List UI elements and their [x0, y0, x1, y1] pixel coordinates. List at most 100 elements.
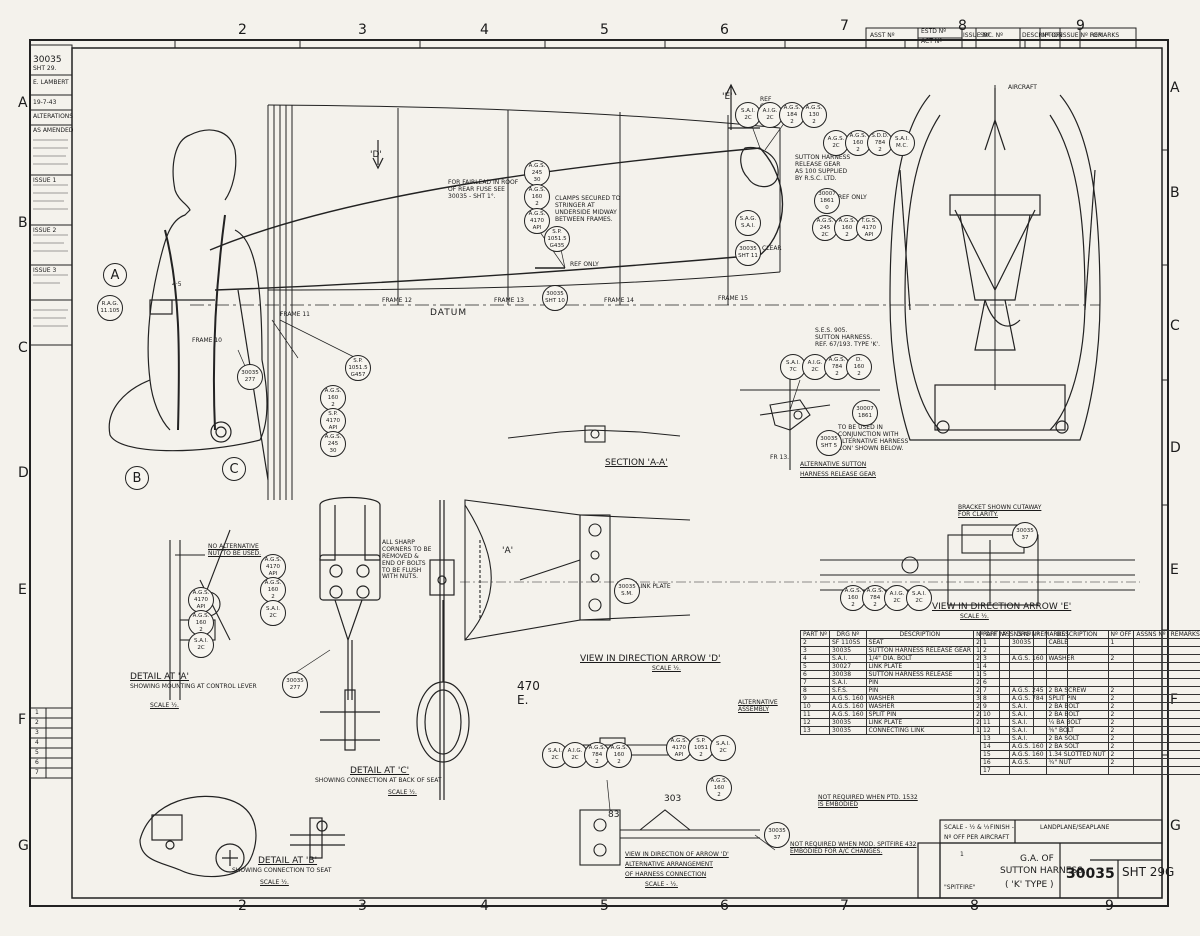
alt-release-title: ALTERNATIVE SUTTON — [800, 461, 867, 468]
parts-cell: SPLIT PIN — [865, 710, 975, 719]
part-reference-bubble: S.P. 1051.5 G435 — [544, 226, 570, 252]
note-aircraft: AIRCRAFT — [1008, 84, 1037, 91]
rev-issue-for: ISSUE Nº FOR — [1061, 32, 1103, 39]
part-reference-bubble: 30035 SHT 11 — [735, 240, 761, 266]
parts-cell: A.G.S. 784 — [1008, 694, 1047, 703]
datum-label: DATUM — [430, 308, 468, 318]
revision-block — [865, 27, 1137, 49]
parts-cell — [1167, 670, 1200, 679]
link-plate-view — [464, 499, 691, 641]
note-not-required-2: NOT REQUIRED WHEN MOD. SPITFIRE 432 EMBO… — [790, 841, 917, 855]
pilot-seat-view — [108, 129, 269, 481]
left-strip-entry-4: ISSUE 1 — [33, 177, 57, 184]
parts-cell — [1167, 678, 1200, 687]
parts-cell: 8 — [800, 686, 830, 695]
parts-cell: ¼ BA BOLT — [1045, 718, 1109, 727]
grid-col-8-bottom: 8 — [970, 898, 979, 914]
title-finish: FINISH - — [990, 824, 1014, 831]
parts-cell: A.G.S. 160 — [1008, 654, 1047, 663]
parts-cell: 2 BA SOLT — [1045, 734, 1109, 743]
parts-cell: 9 — [800, 694, 830, 703]
parts-cell — [1133, 742, 1169, 751]
detail-a-scale: SCALE ½. — [150, 702, 179, 709]
left-strip-number: 30035 — [33, 55, 62, 65]
part-reference-bubble: A.G.S. 784 2 — [584, 742, 610, 768]
rev-src: SRC. Nº — [980, 32, 1003, 39]
rev-remarks: REMARKS — [1090, 32, 1120, 39]
parts-cell — [1133, 726, 1169, 735]
grid-row-b-right: B — [1170, 185, 1180, 201]
note-clear: CLEAR — [762, 245, 782, 252]
part-reference-bubble: A.G.S. 160 2 — [524, 184, 550, 210]
parts-cell: A.G.S. 160 — [828, 694, 867, 703]
part-reference-bubble: A.G.S. 160 2 — [706, 775, 732, 801]
front-view — [889, 85, 1101, 441]
part-reference-bubble: S.A.I. 2C — [260, 600, 286, 626]
parts-cell: 2 — [1107, 718, 1135, 727]
parts-cell: A.G.S. 160 — [828, 710, 867, 719]
left-strip-entry-6: ISSUE 3 — [33, 267, 57, 274]
note-sutton-release: SUTTON HARNESS RELEASE GEAR AS 100 SUPPL… — [795, 154, 851, 182]
parts-cell — [1133, 758, 1169, 767]
part-reference-bubble: 30035 37 — [764, 822, 790, 848]
parts-cell — [1133, 646, 1169, 655]
note-a-label: 'A' — [502, 546, 514, 556]
grid-col-9-bottom: 9 — [1105, 898, 1114, 914]
parts-cell: S.F.S. — [828, 686, 867, 695]
parts-cell — [1107, 670, 1135, 679]
parts-cell — [1167, 638, 1200, 647]
note-alt-assembly: ALTERNATIVE ASSEMBLY — [738, 699, 778, 713]
detail-c-drawing — [319, 496, 470, 800]
frame-13-label: FRAME 13 — [494, 297, 524, 304]
part-reference-bubble: S.A.G. S.A.I. — [735, 210, 761, 236]
part-reference-bubble: A.I.G. 2C — [562, 742, 588, 768]
release-gear — [725, 83, 779, 188]
parts-cell — [1133, 638, 1169, 647]
title-line-2: SUTTON HARNESS. — [1000, 866, 1086, 876]
parts-cell: SEAT — [865, 638, 975, 647]
detail-a-title: DETAIL AT 'A' — [130, 672, 190, 682]
alt-arrangement-title-3: OF HARNESS CONNECTION — [625, 871, 707, 878]
title-left-tag: "SPITFIRE" — [944, 884, 976, 891]
parts-cell: 4 — [980, 662, 1010, 671]
parts-cell — [1167, 662, 1200, 671]
grid-row-d-right: D — [1170, 440, 1181, 456]
parts-cell — [1167, 646, 1200, 655]
parts-cell — [1008, 678, 1047, 687]
note-d-label: 'D' — [370, 150, 382, 160]
part-reference-bubble: 30035 277 — [282, 672, 308, 698]
parts-cell — [1133, 702, 1169, 711]
part-reference-bubble: S.A.I. 7C — [780, 354, 806, 380]
parts-column-header: DRG Nº — [1008, 630, 1047, 639]
rev-estd: ESTD Nº — [921, 28, 947, 35]
title-scale: SCALE - ½ & ⅓ — [944, 824, 990, 831]
grid-row-e-right: E — [1170, 562, 1179, 578]
left-strip-entry-3: AS AMENDED — [33, 127, 74, 134]
parts-cell — [1045, 670, 1109, 679]
note-fairlead: FOR FAIRLEAD IN ROOF OF REAR FUSE SEE 30… — [448, 179, 519, 200]
parts-cell: LINK PLATE — [865, 718, 975, 727]
parts-cell: 2 — [1107, 758, 1135, 767]
part-reference-bubble: S.A.I. 2C — [710, 735, 736, 761]
left-amendment-strip — [29, 44, 73, 346]
detail-b-scale: SCALE ½. — [260, 879, 289, 886]
parts-cell — [1107, 646, 1135, 655]
parts-cell: LINK PLATE — [865, 662, 975, 671]
parts-row: 17 — [980, 766, 1200, 775]
part-reference-bubble: 30035 S.M. — [614, 578, 640, 604]
frame-15-label: FRAME 15 — [718, 295, 748, 302]
note-sharp-corners: ALL SHARP CORNERS TO BE REMOVED & END OF… — [382, 539, 432, 581]
grid-col-8: 8 — [958, 18, 967, 34]
parts-cell: WASHER — [1045, 654, 1109, 663]
parts-cell — [1133, 670, 1169, 679]
note-fr13: FR 13. — [770, 454, 790, 461]
left-strip-entry-2: ALTERATIONS — [33, 113, 74, 120]
parts-cell: 1/4" DIA. BOLT — [865, 654, 975, 663]
parts-cell — [1167, 718, 1200, 727]
label-303: 303 — [664, 794, 682, 804]
detail-b-title: DETAIL AT 'B' — [258, 856, 318, 866]
title-block — [917, 819, 1163, 899]
part-reference-bubble: A.G.S. 2C — [823, 130, 849, 156]
part-reference-bubble: A.G.S. 784 2 — [824, 354, 850, 380]
